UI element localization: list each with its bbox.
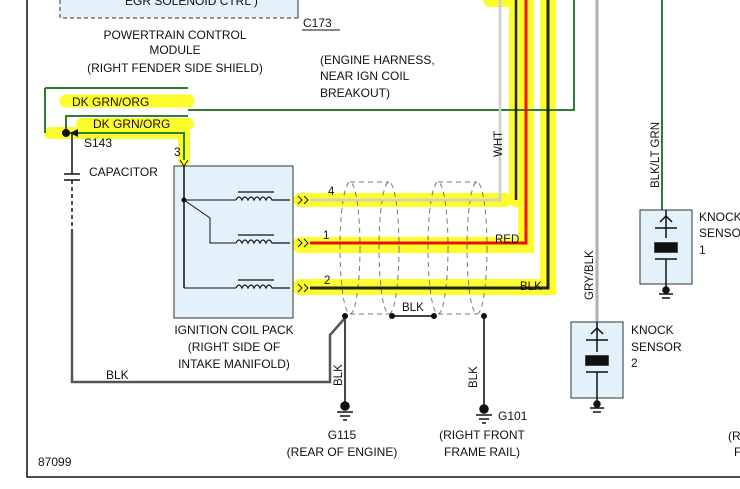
knock1-label-2: SENSOR	[699, 226, 740, 240]
ignition-coil-pack	[173, 165, 309, 319]
right-partial-label-2: F	[734, 445, 740, 459]
harness-label-2: NEAR IGN COIL	[320, 69, 410, 83]
knock1-label-3: 1	[699, 243, 706, 257]
pcm-label-1: POWERTRAIN CONTROL	[103, 28, 246, 42]
coil-pack-label-2: (RIGHT SIDE OF	[188, 340, 280, 354]
splice-arrow-icon	[70, 129, 78, 137]
g101-label-1: (RIGHT FRONT	[439, 428, 525, 442]
knock-sensor-1	[639, 209, 693, 299]
coil-pack-label-3: INTAKE MANIFOLD)	[178, 357, 290, 371]
wire-label-dkgrn-org-1: DK GRN/ORG	[72, 95, 149, 109]
knock2-label-3: 2	[631, 356, 638, 370]
pin-3-label: 3	[174, 145, 181, 159]
capacitor-ground-wire	[70, 230, 346, 384]
blk-left-label: BLK	[106, 368, 129, 382]
cable-shields	[339, 181, 488, 315]
knock-sensor-2	[570, 321, 624, 413]
g115-label-2: (REAR OF ENGINE)	[287, 445, 398, 459]
knock1-label-1: KNOCK	[699, 210, 740, 224]
egr-label: EGR SOLENOID CTRL )	[125, 0, 258, 8]
g115-label-1: G115	[328, 428, 357, 442]
pin-4-label: 4	[328, 186, 335, 198]
drain-node-4	[481, 313, 487, 319]
pin-1-label: 1	[323, 230, 329, 242]
drain-node-1	[342, 313, 348, 319]
ground-g115-icon	[337, 401, 353, 421]
diagram-border	[26, 0, 740, 478]
pcm-label-3: (RIGHT FENDER SIDE SHIELD)	[87, 61, 263, 75]
drain-node-3	[431, 313, 437, 319]
pcm-label-2: MODULE	[149, 43, 200, 57]
blk-wire-label-a: BLK	[520, 281, 542, 293]
harness-label-3: BREAKOUT)	[320, 86, 390, 100]
knock2-label-2: SENSOR	[631, 340, 682, 354]
green-wires	[44, 0, 663, 210]
figure-number: 87099	[38, 455, 72, 469]
g101-tag: G101	[498, 409, 528, 423]
splice-s143-label: S143	[84, 136, 112, 150]
ground-g101-icon	[476, 404, 492, 424]
drain-node-2	[389, 313, 395, 319]
wht-wire-label: WHT	[493, 131, 505, 157]
right-partial-label-1: (R	[728, 429, 740, 443]
blk-wire-label-b: BLK	[402, 302, 424, 314]
wire-label-dkgrn-org-2: DK GRN/ORG	[93, 117, 170, 131]
blk-g101-label: BLK	[468, 366, 480, 388]
red-wire-label: RED	[495, 234, 519, 246]
g101-label-2: FRAME RAIL)	[444, 445, 520, 459]
coil-pack-label-1: IGNITION COIL PACK	[174, 323, 293, 337]
ignition-wires	[310, 0, 550, 290]
harness-label-1: (ENGINE HARNESS,	[320, 53, 435, 67]
knock2-label-1: KNOCK	[631, 323, 674, 337]
splice-s143-dot	[62, 129, 70, 137]
pin-2-label: 2	[324, 275, 330, 287]
pcm-module: EGR SOLENOID CTRL )	[59, 0, 299, 19]
c173-label: C173	[303, 16, 332, 30]
gry-blk-label: GRY/BLK	[584, 250, 596, 300]
blk-lt-grn-label: BLK/LT GRN	[650, 122, 662, 188]
shield-drain-wires	[344, 315, 485, 405]
capacitor	[64, 133, 80, 230]
blk-g115-label: BLK	[333, 364, 345, 386]
capacitor-label: CAPACITOR	[89, 165, 158, 179]
